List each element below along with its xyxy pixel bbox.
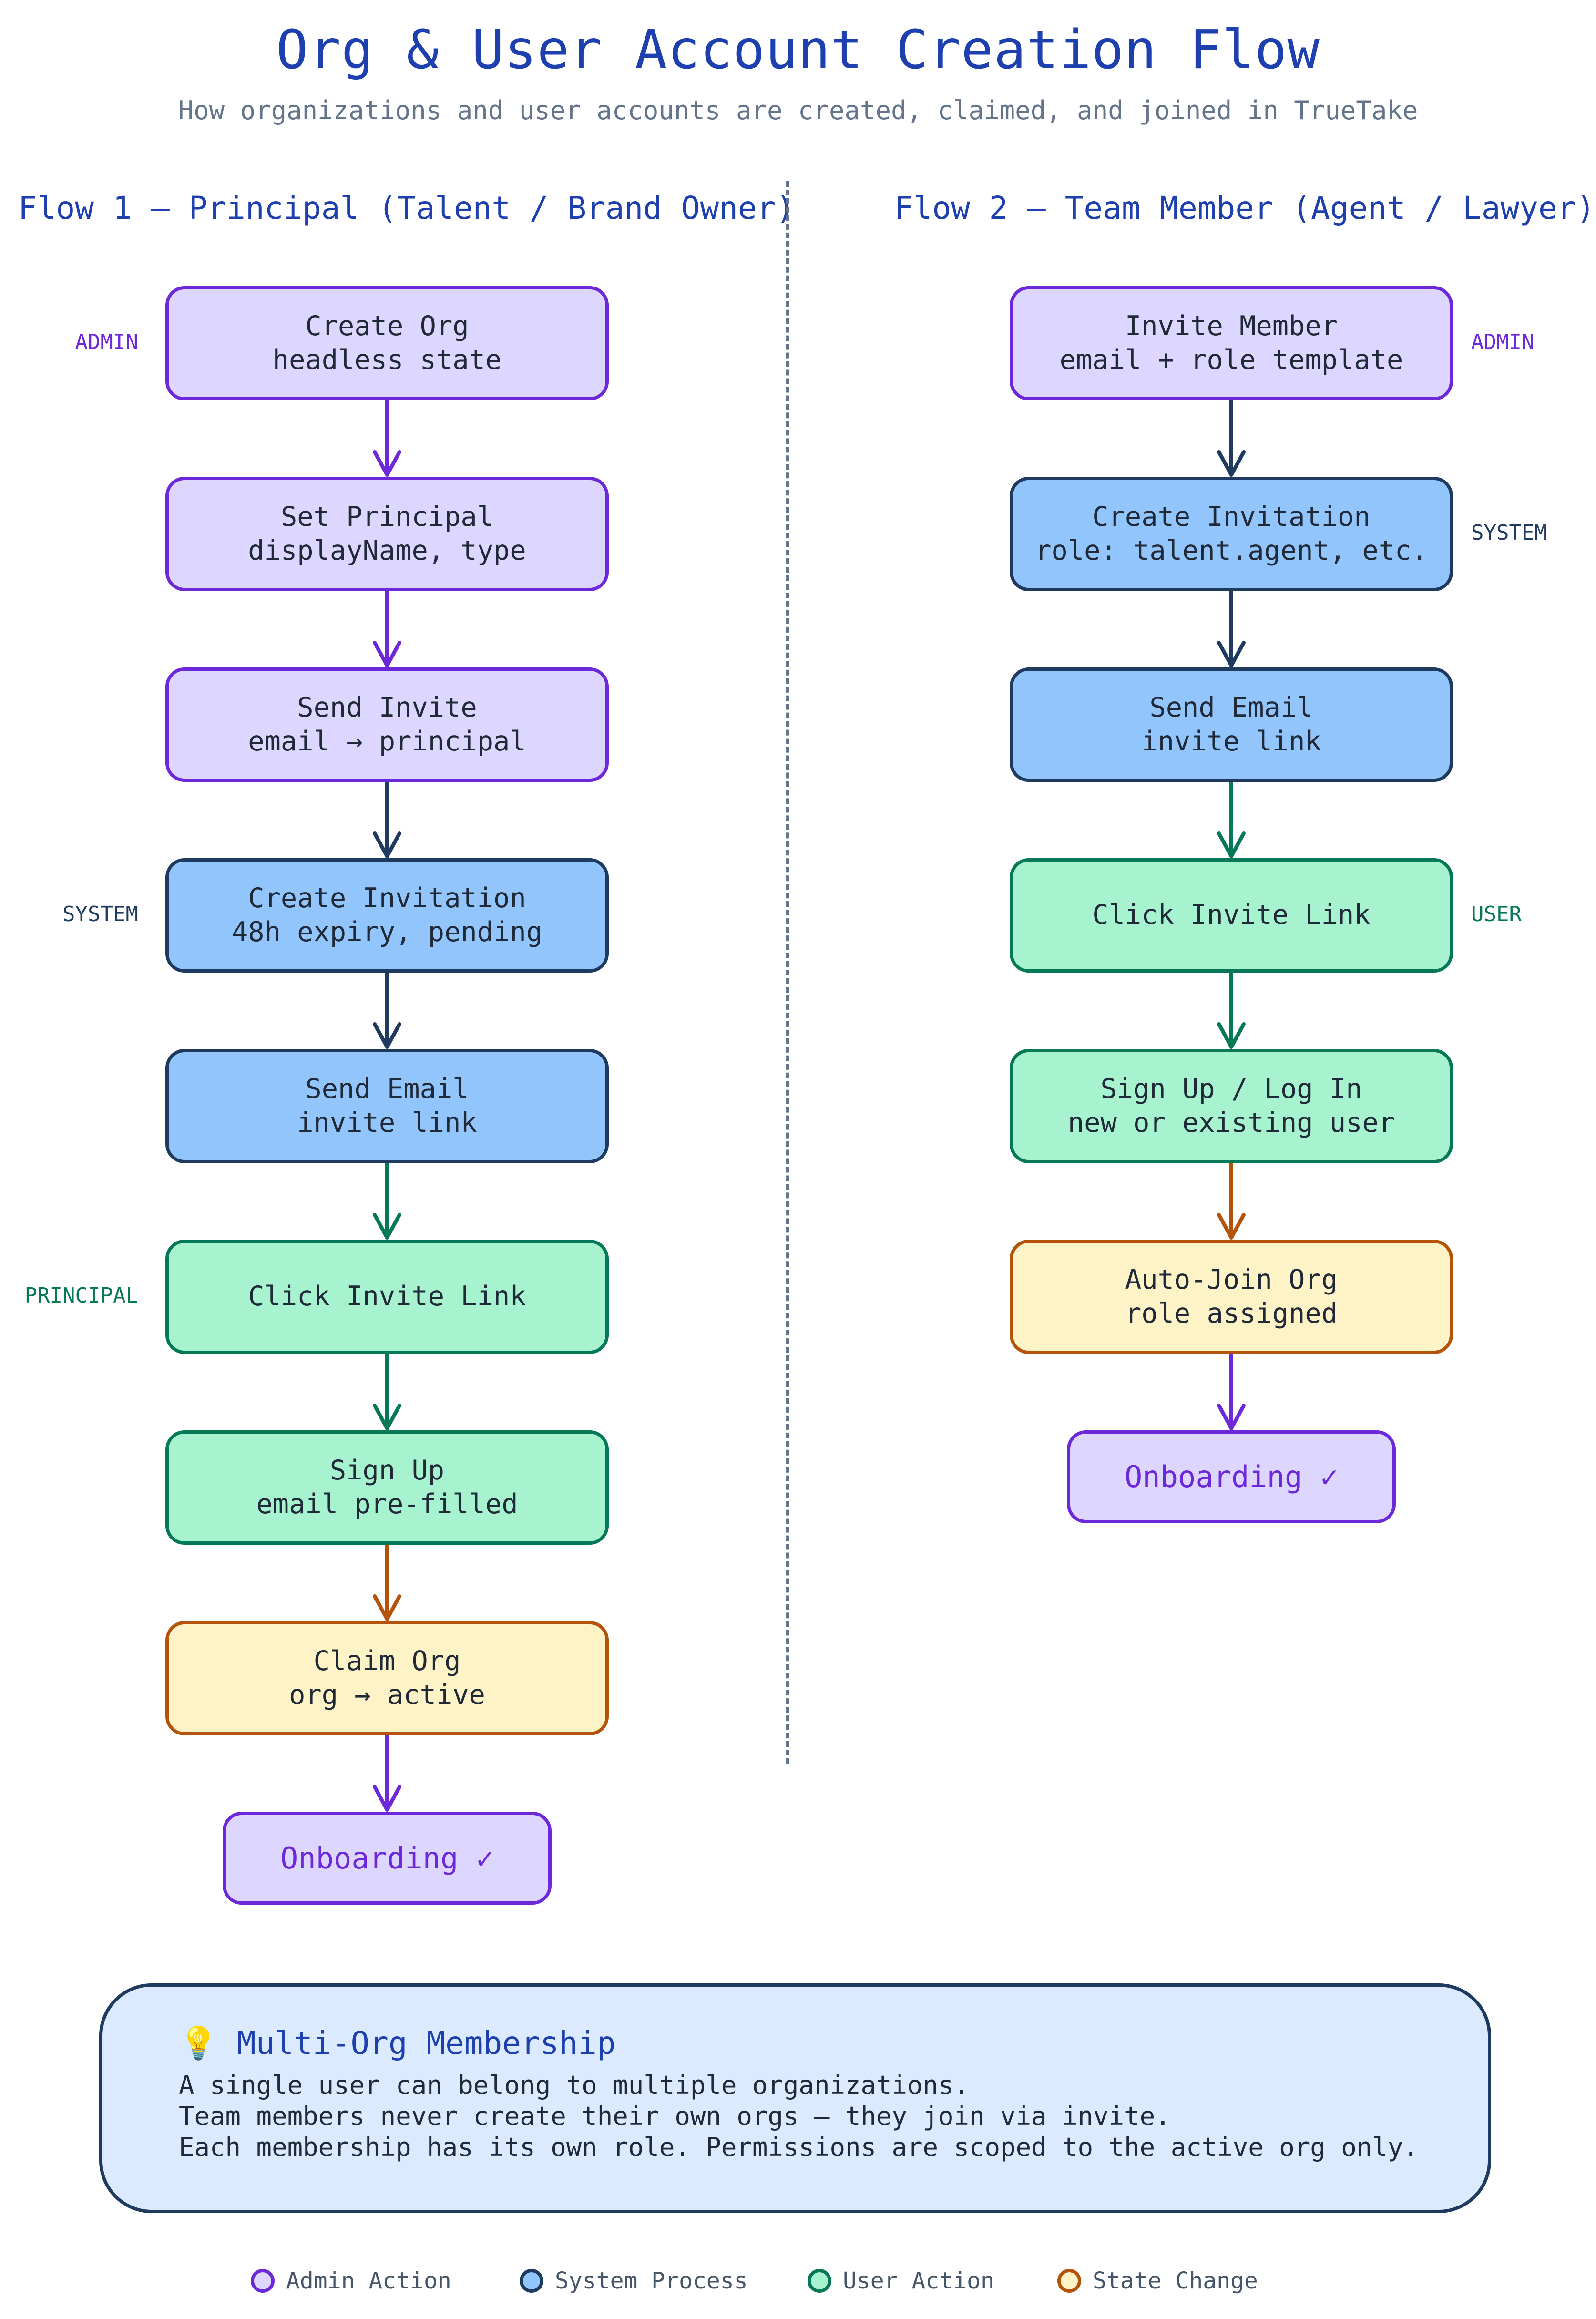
flow1-arrow-head	[373, 1022, 401, 1049]
step-title: Send Email	[305, 1073, 469, 1105]
step-detail: role: talent.agent, etc.	[1035, 535, 1428, 566]
flow1-arrow-head	[373, 641, 401, 667]
legend-label: Admin Action	[286, 2268, 451, 2294]
legend-item-state: State Change	[1057, 2268, 1258, 2294]
step-title: Click Invite Link	[1092, 899, 1371, 931]
legend-swatch	[251, 2269, 275, 2293]
flow1-arrow-head	[373, 450, 401, 477]
page-title: Org & User Account Creation Flow	[276, 19, 1320, 81]
step-title: Create Invitation	[1092, 501, 1371, 533]
flow1-arrow-head	[373, 1213, 401, 1240]
flow1-heading: Flow 1 — Principal (Talent / Brand Owner…	[18, 190, 795, 226]
flow2-arrow-head	[1217, 641, 1246, 667]
page-subtitle: How organizations and user accounts are …	[178, 95, 1418, 125]
flow1-arrow-head	[373, 831, 401, 858]
callout-title: 💡 Multi-Org Membership	[179, 2025, 616, 2062]
legend-label: State Change	[1093, 2268, 1258, 2294]
multi-org-callout: 💡 Multi-Org Membership A single user can…	[99, 1983, 1491, 2213]
step-detail: 48h expiry, pending	[231, 916, 543, 948]
step-detail: email + role template	[1059, 344, 1403, 376]
legend-item-system: System Process	[520, 2268, 748, 2294]
step-title: Sign Up / Log In	[1100, 1073, 1362, 1105]
callout-line: Each membership has its own role. Permis…	[179, 2132, 1419, 2162]
legend-swatch	[520, 2269, 543, 2293]
end-label: Onboarding ✓	[280, 1840, 494, 1876]
flow2-actor-label: ADMIN	[1471, 330, 1535, 354]
step-detail: headless state	[272, 344, 502, 376]
flow2-arrow-head	[1217, 1404, 1246, 1430]
flow2-arrow-head	[1217, 1022, 1246, 1049]
flow2-actor-label: USER	[1471, 902, 1522, 926]
legend-item-user: User Action	[808, 2268, 994, 2294]
flow1-actor-label: PRINCIPAL	[24, 1283, 138, 1308]
step-detail: invite link	[1141, 726, 1321, 757]
step-title: Set Principal	[280, 501, 494, 533]
callout-line: Team members never create their own orgs…	[179, 2101, 1171, 2131]
flow-divider	[786, 181, 789, 1764]
flow1-arrow-head	[373, 1594, 401, 1621]
callout-line: A single user can belong to multiple org…	[179, 2070, 970, 2100]
step-detail: email pre-filled	[256, 1488, 518, 1520]
end-label: Onboarding ✓	[1125, 1459, 1338, 1494]
step-detail: invite link	[297, 1107, 477, 1139]
flow1-arrow-head	[373, 1785, 401, 1812]
legend-label: System Process	[555, 2268, 748, 2294]
flow2-arrow-head	[1217, 1213, 1246, 1240]
legend-label: User Action	[843, 2268, 994, 2294]
flow1-step-click-invite-link: Click Invite Link	[165, 1240, 609, 1354]
step-title: Send Invite	[297, 691, 477, 723]
flow2-arrow-head	[1217, 831, 1246, 858]
step-detail: org → active	[289, 1679, 485, 1711]
step-title: Claim Org	[313, 1645, 461, 1677]
flow1-actor-label: SYSTEM	[62, 902, 138, 926]
flow2-arrow-head	[1217, 450, 1246, 477]
step-title: Send Email	[1149, 691, 1313, 723]
flow2-actor-label: SYSTEM	[1471, 521, 1547, 545]
flow1-onboarding-end: Onboarding ✓	[223, 1812, 552, 1905]
lightbulb-icon: 💡	[179, 2025, 218, 2062]
flow1-actor-label: ADMIN	[75, 330, 138, 354]
legend-swatch	[1057, 2269, 1081, 2293]
legend-swatch	[808, 2269, 831, 2293]
step-title: Create Invitation	[248, 882, 526, 914]
step-detail: displayName, type	[248, 535, 526, 566]
step-title: Create Org	[305, 310, 469, 342]
flow2-heading: Flow 2 — Team Member (Agent / Lawyer)	[894, 190, 1596, 226]
flow2-step-click-invite-link: Click Invite Link	[1010, 858, 1453, 973]
callout-title-text: Multi-Org Membership	[236, 2025, 616, 2062]
step-title: Invite Member	[1125, 310, 1338, 342]
step-title: Sign Up	[329, 1454, 445, 1486]
step-detail: new or existing user	[1067, 1107, 1395, 1139]
step-detail: role assigned	[1125, 1298, 1338, 1329]
step-title: Auto-Join Org	[1125, 1263, 1338, 1295]
legend-item-admin: Admin Action	[251, 2268, 451, 2294]
flow2-onboarding-end: Onboarding ✓	[1067, 1430, 1396, 1523]
step-detail: email → principal	[248, 726, 526, 757]
step-title: Click Invite Link	[248, 1281, 526, 1313]
flow1-arrow-head	[373, 1404, 401, 1430]
